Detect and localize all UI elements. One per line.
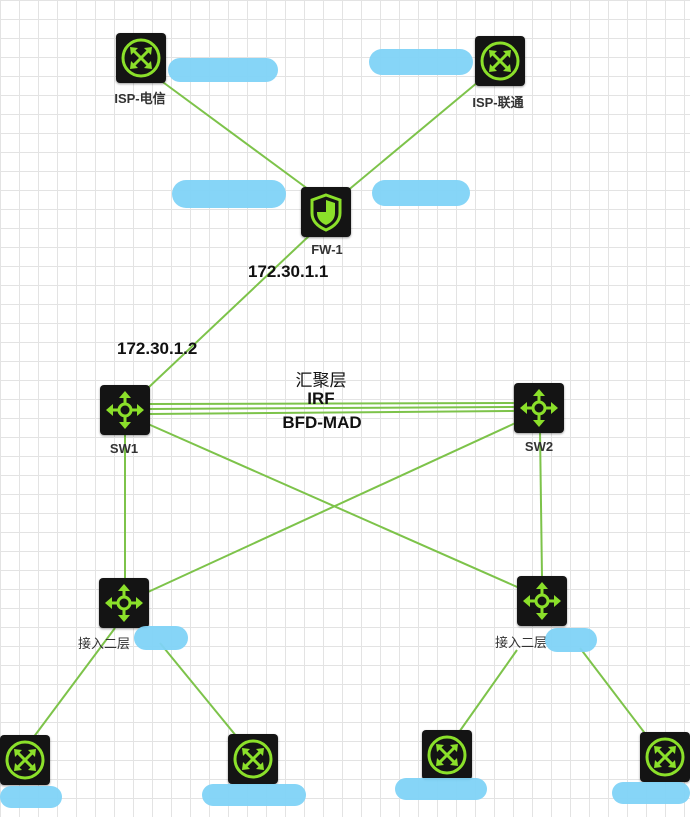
sw1-node[interactable] (100, 385, 150, 435)
redaction-mark (0, 786, 62, 808)
redaction-mark (372, 180, 470, 206)
router-icon (233, 739, 273, 779)
link-unicom-fw (345, 81, 479, 193)
redaction-mark (395, 778, 487, 800)
router-icon (5, 740, 45, 780)
link-accl-leaf1 (29, 627, 116, 743)
redaction-mark (134, 626, 188, 650)
firewall-label: FW-1 (311, 242, 343, 257)
link-sw2-accr (539, 429, 543, 579)
l3-switch-icon (520, 389, 558, 427)
redaction-mark (612, 782, 690, 804)
link-fw-sw1 (147, 234, 311, 389)
router-icon (645, 737, 685, 777)
sw2-node[interactable] (514, 383, 564, 433)
link-irf-3 (149, 410, 515, 415)
l3-switch-icon (523, 582, 561, 620)
link-irf-2 (149, 406, 515, 410)
sw1-label: SW1 (109, 441, 139, 456)
redaction-mark (168, 58, 278, 82)
redaction-mark (369, 49, 473, 75)
l3-switch-icon (105, 584, 143, 622)
access-left-label: 接入二层 (77, 637, 131, 652)
link-accr-leaf3 (456, 649, 518, 736)
firewall-shield-icon (310, 193, 342, 232)
leaf-router-1[interactable] (0, 735, 50, 785)
link-accr-leaf4 (579, 647, 651, 741)
access-right-node[interactable] (517, 576, 567, 626)
redaction-mark (202, 784, 306, 806)
isp-unicom-label: ISP-联通 (472, 95, 524, 110)
aggregation-layer-label: 汇聚层 (295, 371, 347, 391)
access-right-label: 接入二层 (494, 636, 548, 651)
leaf-router-2[interactable] (228, 734, 278, 784)
link-sw2-accl (147, 419, 523, 593)
l3-switch-icon (106, 391, 144, 429)
router-icon (427, 735, 467, 775)
router-icon (480, 41, 520, 81)
redaction-mark (172, 180, 286, 208)
isp-telecom-label: ISP-电信 (114, 91, 166, 106)
fw-inside-ip: 172.30.1.1 (248, 262, 329, 281)
bfd-mad-label: BFD-MAD (282, 413, 362, 432)
redaction-mark (545, 628, 597, 652)
link-irf-1 (149, 402, 515, 405)
sw2-label: SW2 (524, 439, 554, 454)
isp-telecom-node[interactable] (116, 33, 166, 83)
router-icon (121, 38, 161, 78)
access-left-node[interactable] (99, 578, 149, 628)
link-telecom-fw (159, 79, 313, 193)
firewall-node[interactable] (301, 187, 351, 237)
leaf-router-3[interactable] (422, 730, 472, 780)
irf-label: IRF (307, 389, 335, 408)
leaf-router-4[interactable] (640, 732, 690, 782)
isp-unicom-node[interactable] (475, 36, 525, 86)
link-sw1-accr (147, 423, 525, 591)
sw1-uplink-ip: 172.30.1.2 (117, 339, 198, 358)
link-accl-leaf2 (159, 642, 238, 738)
